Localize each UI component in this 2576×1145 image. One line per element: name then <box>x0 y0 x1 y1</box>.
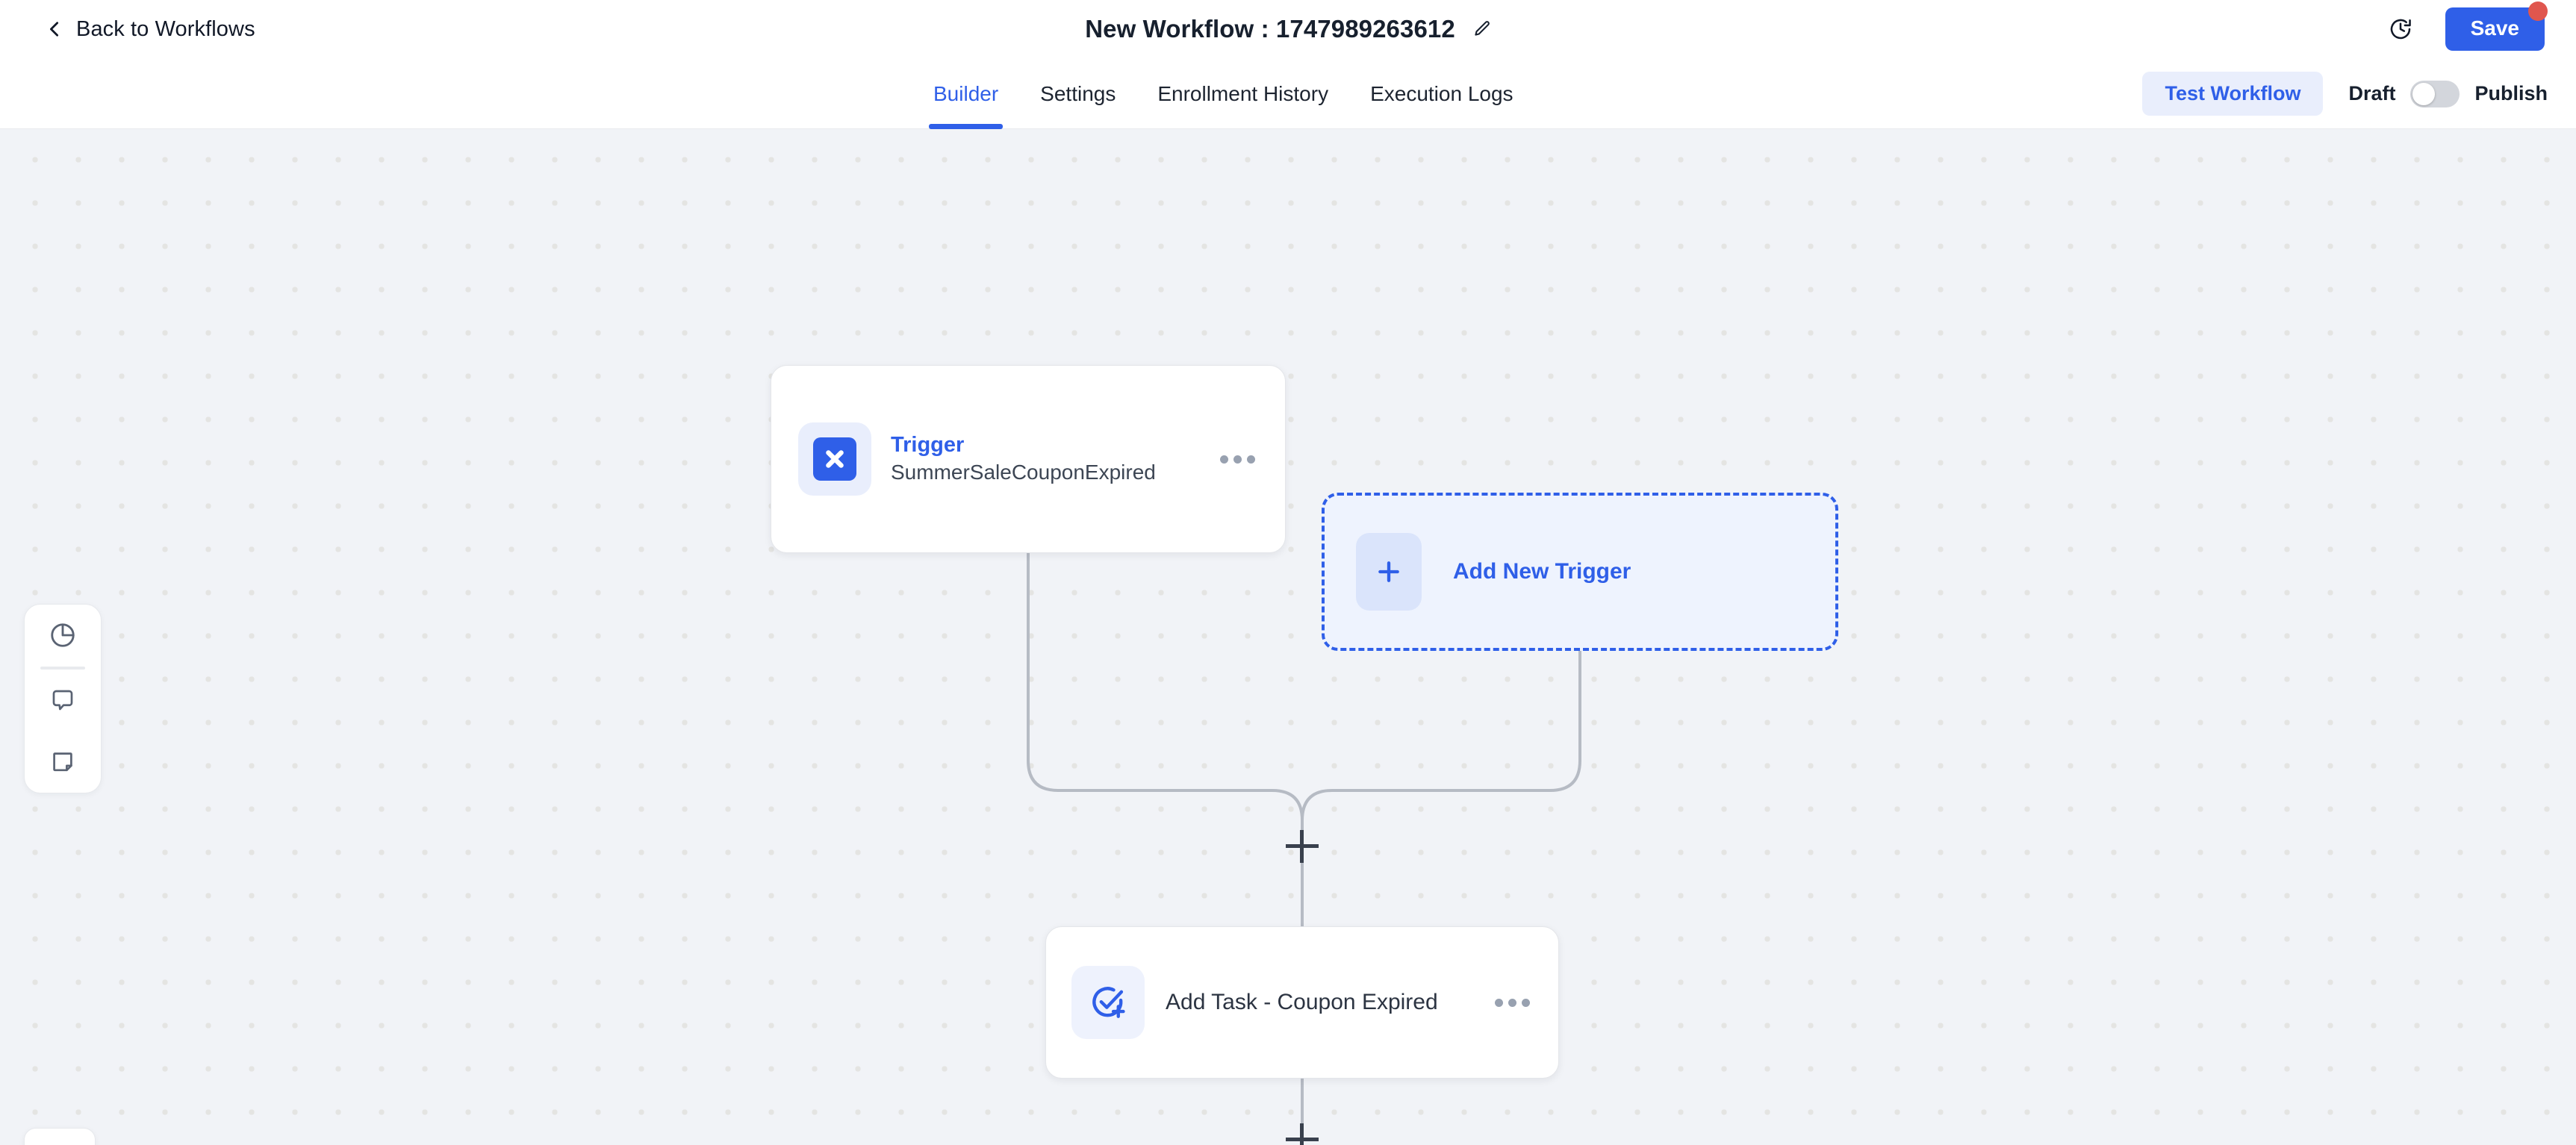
dot <box>1246 455 1255 464</box>
node-trigger[interactable]: Trigger SummerSaleCouponExpired <box>771 365 1286 553</box>
tab-builder-label: Builder <box>933 81 999 105</box>
dot <box>1494 998 1503 1007</box>
node-add-task[interactable]: Add Task - Coupon Expired <box>1045 926 1559 1079</box>
tab-builder[interactable]: Builder <box>912 58 1019 129</box>
back-to-workflows-button[interactable]: Back to Workflows <box>46 17 255 42</box>
task-check-plus-icon <box>1092 987 1125 1018</box>
tool-notes-button[interactable] <box>24 731 102 793</box>
tool-analytics-button[interactable] <box>24 605 102 667</box>
zoom-control: + 144% <box>24 1128 96 1145</box>
tab-list: Builder Settings Enrollment History Exec… <box>912 58 1534 129</box>
dot <box>1508 998 1516 1007</box>
dot <box>1233 455 1242 464</box>
unsaved-changes-dot-icon <box>2528 1 2548 21</box>
app-header: Back to Workflows New Workflow : 1747989… <box>0 0 2576 58</box>
tab-bar: Builder Settings Enrollment History Exec… <box>0 58 2576 129</box>
publish-toggle[interactable] <box>2410 80 2460 107</box>
header-actions: Save <box>2389 0 2548 58</box>
draft-publish-toggle-group: Draft Publish <box>2348 80 2548 107</box>
trigger-text-group: Trigger SummerSaleCouponExpired <box>891 431 1216 486</box>
comment-bubble-icon <box>52 690 73 711</box>
tool-comments-button[interactable] <box>24 670 102 731</box>
workflow-canvas[interactable]: Trigger SummerSaleCouponExpired Add New … <box>0 129 2576 1145</box>
tab-enrollment-history-label: Enrollment History <box>1157 81 1329 105</box>
tab-execution-logs-label: Execution Logs <box>1370 81 1513 105</box>
node-add-new-trigger[interactable]: Add New Trigger <box>1322 493 1838 651</box>
pie-chart-icon <box>51 623 75 647</box>
trigger-icon-container <box>798 422 871 496</box>
save-button[interactable]: Save <box>2445 1 2548 51</box>
workflow-title-group: New Workflow : 1747989263612 <box>0 0 2576 58</box>
dot <box>1521 998 1530 1007</box>
add-trigger-icon-container <box>1356 533 1422 611</box>
add-new-trigger-label: Add New Trigger <box>1453 559 1631 584</box>
clock-history-icon[interactable] <box>2389 17 2412 41</box>
canvas-tool-rail <box>24 604 102 793</box>
tab-settings[interactable]: Settings <box>1019 58 1136 129</box>
dot <box>1219 455 1228 464</box>
pencil-edit-icon[interactable] <box>1472 19 1491 39</box>
zoom-in-label: + <box>50 1141 70 1145</box>
trigger-name-label: SummerSaleCouponExpired <box>891 460 1156 484</box>
task-ellipsis-icon[interactable] <box>1491 998 1533 1007</box>
tab-execution-logs[interactable]: Execution Logs <box>1349 58 1534 129</box>
trigger-cross-icon <box>813 437 856 481</box>
zoom-in-button[interactable]: + <box>25 1129 95 1145</box>
tab-bar-actions: Test Workflow Draft Publish <box>2142 58 2548 129</box>
chevron-left-icon <box>46 21 63 37</box>
trigger-ellipsis-icon[interactable] <box>1216 455 1258 464</box>
tab-settings-label: Settings <box>1040 81 1116 105</box>
test-workflow-button[interactable]: Test Workflow <box>2142 72 2324 116</box>
add-step-plus-button-end[interactable] <box>1286 1123 1319 1145</box>
note-card-icon <box>53 752 72 771</box>
workflow-edges <box>1027 553 1581 1123</box>
add-step-plus-button-merge[interactable] <box>1286 830 1319 863</box>
publish-label: Publish <box>2474 82 2548 104</box>
tab-enrollment-history[interactable]: Enrollment History <box>1136 58 1349 129</box>
draft-label: Draft <box>2348 82 2396 104</box>
task-name-label: Add Task - Coupon Expired <box>1166 990 1438 1014</box>
task-icon-container <box>1071 966 1145 1039</box>
page-title: New Workflow : 1747989263612 <box>1085 15 1455 43</box>
toggle-knob <box>2412 82 2436 105</box>
trigger-kicker-label: Trigger <box>891 433 965 458</box>
save-button-label: Save <box>2470 16 2519 40</box>
rail-divider <box>40 666 85 670</box>
plus-icon <box>1378 561 1399 582</box>
back-to-workflows-label: Back to Workflows <box>76 16 255 41</box>
